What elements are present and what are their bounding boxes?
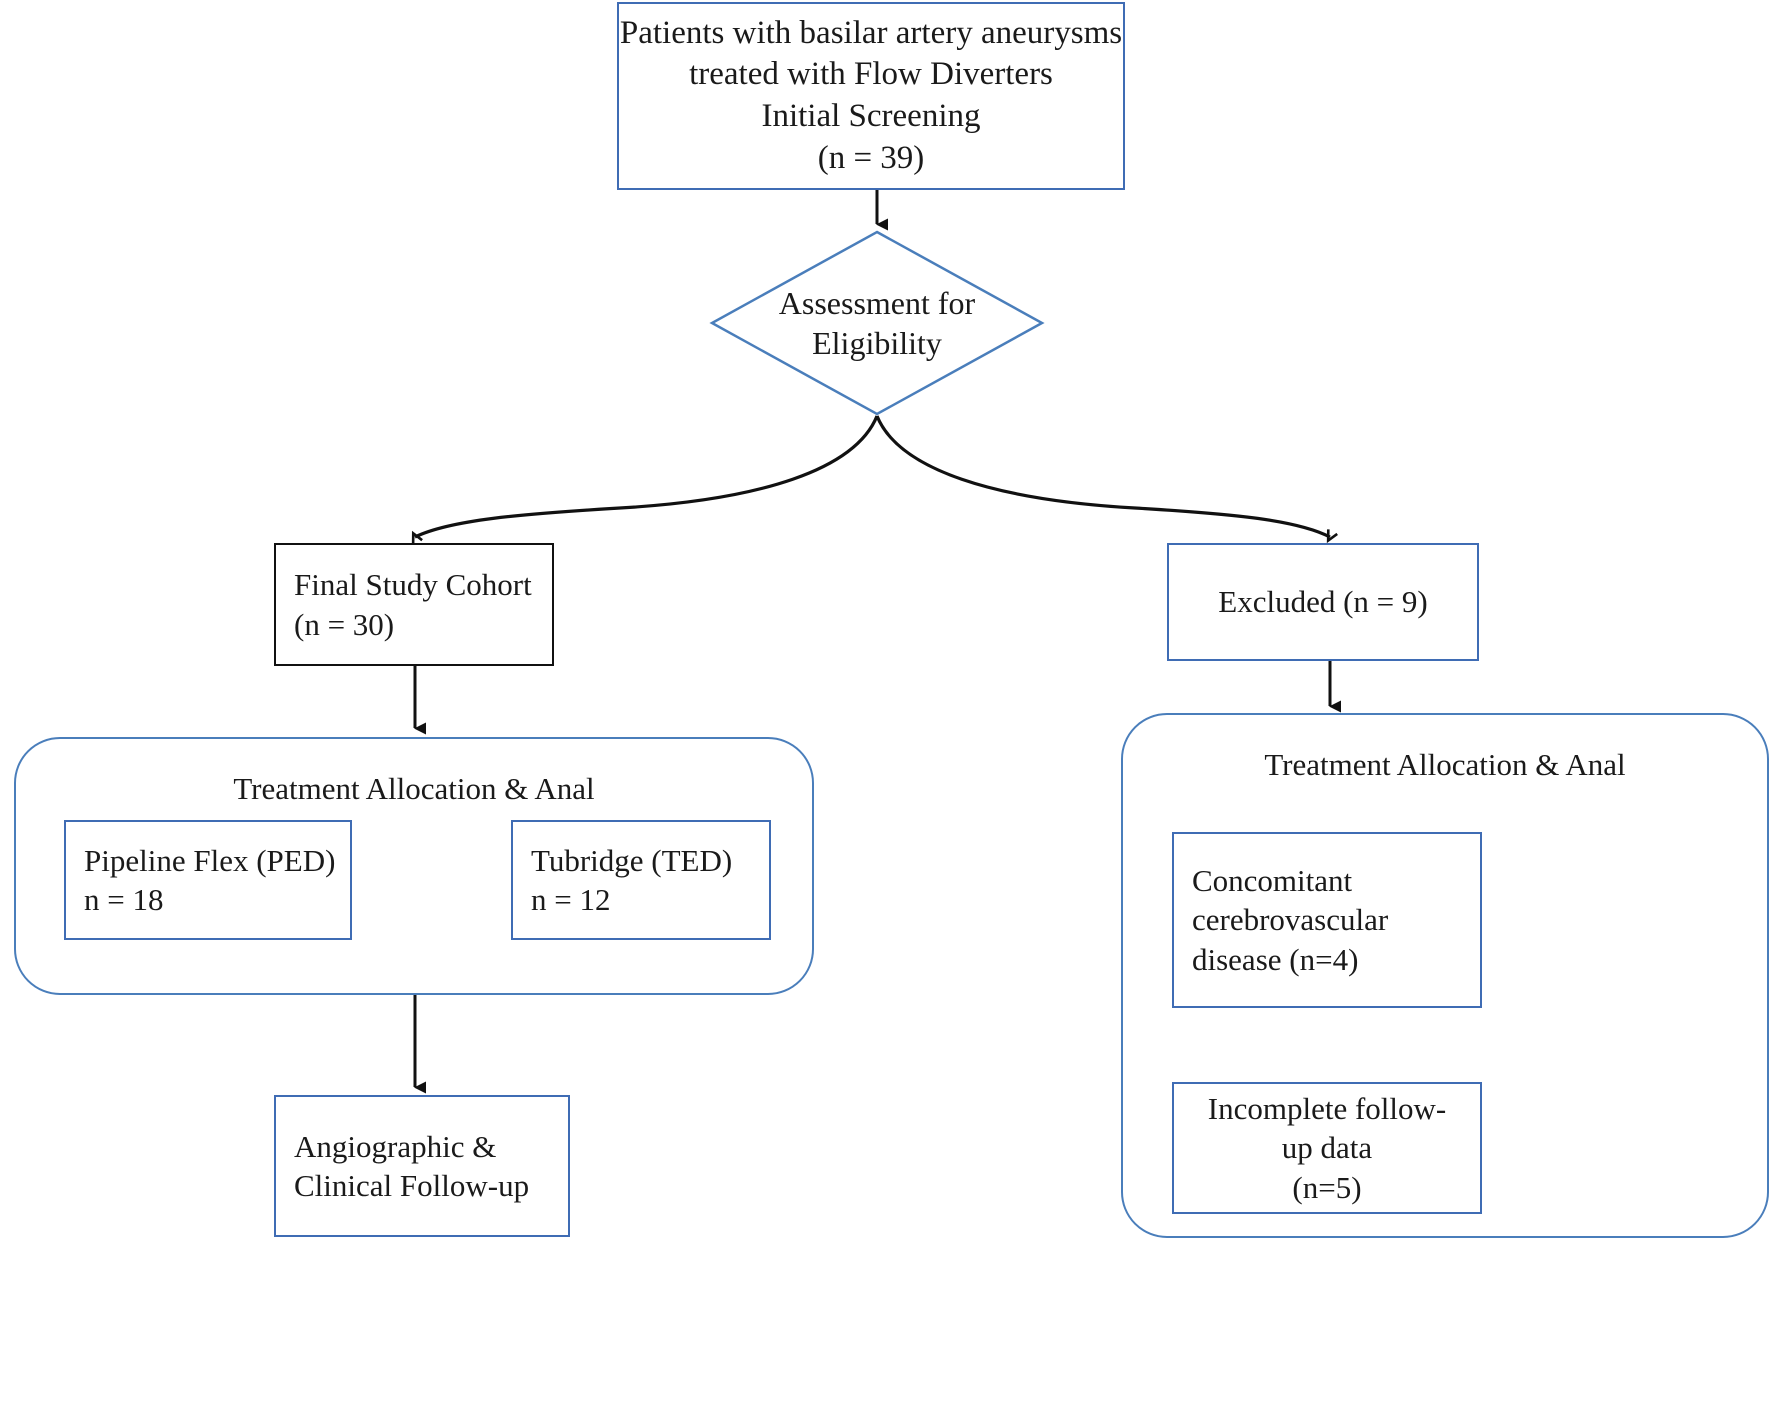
node-angiographic-clinical-followup: Angiographic & Clinical Follow-up: [274, 1095, 570, 1237]
incomplete-line-2: up data: [1281, 1130, 1373, 1166]
screening-line-1: Patients with basilar artery aneurysms: [619, 14, 1123, 51]
node-pipeline-flex: Pipeline Flex (PED) n = 18: [64, 820, 352, 940]
screening-line-2: treated with Flow Diverters: [689, 56, 1053, 93]
tubridge-line-2: n = 12: [531, 882, 611, 917]
followup-line-2: Clinical Follow-up: [294, 1168, 530, 1203]
node-assessment-for-eligibility: Assessment for Eligibility: [712, 232, 1042, 414]
incomplete-line-3: (n=5): [1292, 1169, 1362, 1205]
allocation-right-title: Treatment Allocation & Anal: [1264, 747, 1626, 782]
concomitant-line-3: disease (n=4): [1192, 941, 1359, 977]
screening-line-3: Initial Screening: [761, 98, 981, 134]
incomplete-line-1: Incomplete follow-: [1207, 1091, 1447, 1127]
tubridge-line-1: Tubridge (TED): [531, 842, 733, 878]
pipeline-flex-line-2: n = 18: [84, 882, 164, 917]
node-concomitant-disease: Concomitant cerebrovascular disease (n=4…: [1172, 832, 1482, 1008]
node-excluded: Excluded (n = 9): [1167, 543, 1479, 661]
node-tubridge: Tubridge (TED) n = 12: [511, 820, 771, 940]
edge-eligibility-to-final-cohort: [415, 415, 879, 537]
eligibility-line-1: Assessment for: [778, 284, 976, 321]
edge-eligibility-to-excluded: [875, 415, 1330, 537]
node-treatment-allocation-right: Treatment Allocation & Anal: [1121, 713, 1769, 1238]
final-cohort-line-1: Final Study Cohort: [294, 567, 532, 603]
final-cohort-line-2: (n = 30): [294, 606, 395, 642]
screening-line-4: (n = 39): [817, 139, 925, 176]
node-incomplete-followup: Incomplete follow- up data (n=5): [1172, 1082, 1482, 1214]
concomitant-line-1: Concomitant: [1192, 863, 1353, 899]
followup-line-1: Angiographic &: [294, 1128, 497, 1164]
pipeline-flex-line-1: Pipeline Flex (PED): [84, 842, 336, 878]
node-initial-screening: Patients with basilar artery aneurysms t…: [617, 2, 1125, 190]
node-treatment-allocation-left: Treatment Allocation & Anal: [14, 737, 814, 995]
eligibility-line-2: Eligibility: [812, 325, 942, 361]
excluded-line-1: Excluded (n = 9): [1218, 584, 1428, 620]
node-final-study-cohort: Final Study Cohort (n = 30): [274, 543, 554, 666]
allocation-left-title: Treatment Allocation & Anal: [233, 771, 595, 806]
concomitant-line-2: cerebrovascular: [1192, 902, 1389, 938]
